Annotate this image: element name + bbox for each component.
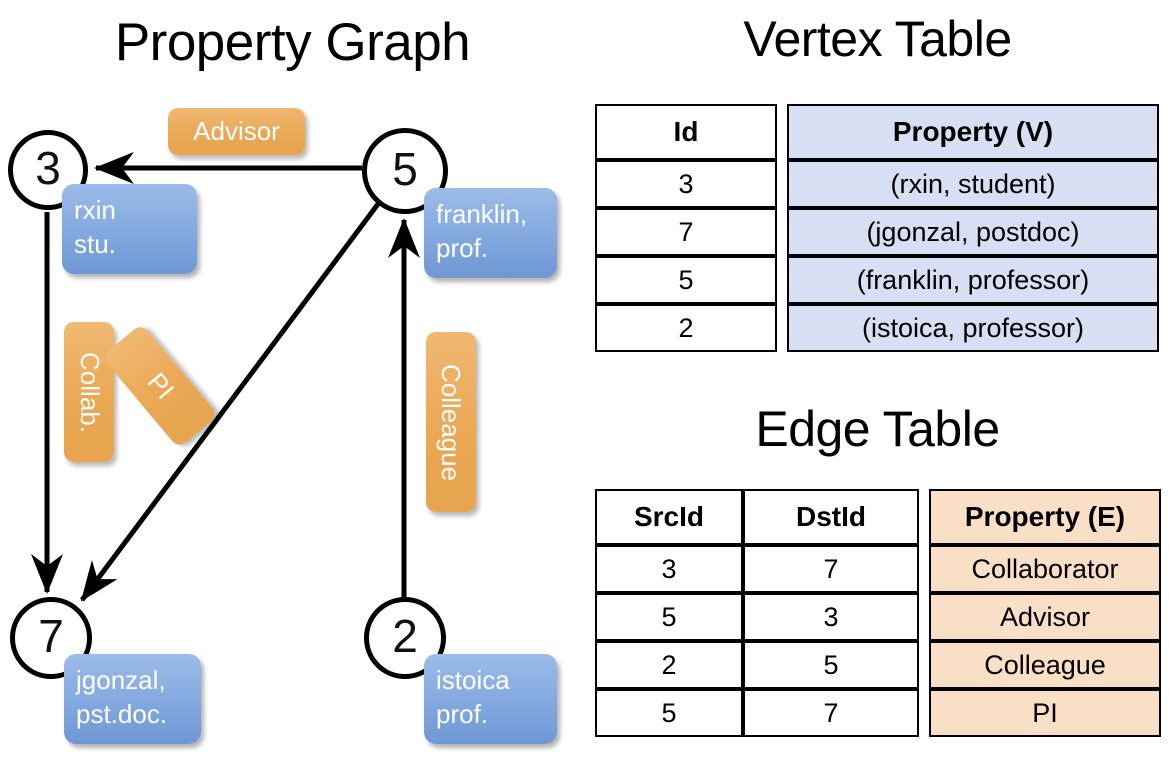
edge-row-2-dst: 5 xyxy=(743,641,919,689)
edge-row-1-dst: 3 xyxy=(743,593,919,641)
graph-edges-svg xyxy=(31,152,420,602)
vertex-property-box-7-line2: pst.doc. xyxy=(76,698,168,729)
vertex-row-3-property: (istoica, professor) xyxy=(787,304,1159,352)
edge-row-2-src: 2 xyxy=(595,641,743,689)
vertex-table-title: Vertex Table xyxy=(743,11,1012,67)
column-gap xyxy=(919,689,929,737)
vertex-property-box-7[interactable]: jgonzal, pst.doc. xyxy=(64,654,201,744)
edge-row-2-property: Colleague xyxy=(929,641,1161,689)
column-gap xyxy=(777,304,787,352)
vertex-property-box-5-line1: franklin, xyxy=(436,199,528,229)
column-gap xyxy=(919,641,929,689)
edge-table-header-srcid: SrcId xyxy=(595,489,743,545)
vertex-property-box-2[interactable]: istoica prof. xyxy=(424,654,557,744)
edge-table-header-dstid: DstId xyxy=(743,489,919,545)
edge-label-collab-text: Collab. xyxy=(74,351,105,433)
vertex-node-7-label: 7 xyxy=(38,610,64,662)
property-graph-title: Property Graph xyxy=(114,13,471,72)
edge-table-header-property: Property (E) xyxy=(929,489,1161,545)
edge-5-to-7 xyxy=(79,202,381,602)
edge-label-pi-text: PI xyxy=(140,366,180,405)
vertex-node-3-label: 3 xyxy=(35,142,61,194)
vertex-node-5[interactable]: 5 xyxy=(362,128,448,214)
vertex-node-2-label: 2 xyxy=(392,610,418,662)
vertex-property-box-5[interactable]: franklin, prof. xyxy=(424,188,557,278)
table-row[interactable]: 2 5 Colleague xyxy=(595,641,1161,689)
table-row[interactable]: 7 (jgonzal, postdoc) xyxy=(595,208,1159,256)
edge-label-collab[interactable]: Collab. xyxy=(64,322,114,462)
vertex-table: Id Property (V) 3 (rxin, student) 7 (jgo… xyxy=(595,104,1159,352)
table-row[interactable]: 3 7 Collaborator xyxy=(595,545,1161,593)
vertex-property-box-7-line1: jgonzal, xyxy=(76,665,166,695)
edge-row-0-src: 3 xyxy=(595,545,743,593)
vertex-row-1-property: (jgonzal, postdoc) xyxy=(787,208,1159,256)
table-row[interactable]: 5 3 Advisor xyxy=(595,593,1161,641)
edge-table-header-row: SrcId DstId Property (E) xyxy=(595,489,1161,545)
edge-label-colleague-text: Colleague xyxy=(436,363,467,481)
column-gap xyxy=(919,593,929,641)
vertex-property-box-2-line2: prof. xyxy=(436,698,489,729)
vertex-node-2[interactable]: 2 xyxy=(364,597,446,679)
vertex-table-header-id: Id xyxy=(595,104,777,160)
vertex-property-box-2-line1: istoica xyxy=(436,665,510,695)
edge-label-advisor-text: Advisor xyxy=(193,116,280,146)
column-gap xyxy=(777,160,787,208)
edge-label-advisor[interactable]: Advisor xyxy=(168,108,305,155)
edge-row-0-dst: 7 xyxy=(743,545,919,593)
vertex-row-2-id: 5 xyxy=(595,256,777,304)
vertex-property-box-5-line2: prof. xyxy=(436,232,489,263)
vertex-row-2-property: (franklin, professor) xyxy=(787,256,1159,304)
edge-row-1-property: Advisor xyxy=(929,593,1161,641)
vertex-row-3-id: 2 xyxy=(595,304,777,352)
column-gap xyxy=(777,104,787,160)
edge-row-1-src: 5 xyxy=(595,593,743,641)
edge-table-title: Edge Table xyxy=(755,401,1000,457)
column-gap xyxy=(777,208,787,256)
vertex-property-box-3-line1: rxin xyxy=(74,195,116,225)
edge-row-3-property: PI xyxy=(929,689,1161,737)
table-row[interactable]: 2 (istoica, professor) xyxy=(595,304,1159,352)
edge-table: SrcId DstId Property (E) 3 7 Collaborato… xyxy=(595,489,1161,737)
vertex-property-box-3[interactable]: rxin stu. xyxy=(62,184,197,274)
edge-label-colleague[interactable]: Colleague xyxy=(426,332,476,512)
column-gap xyxy=(919,489,929,545)
vertex-node-5-label: 5 xyxy=(392,143,418,195)
vertex-row-0-id: 3 xyxy=(595,160,777,208)
edge-row-0-property: Collaborator xyxy=(929,545,1161,593)
property-graph-diagram: 3 5 7 2 rxin stu. franklin, prof. jgonza… xyxy=(8,108,557,744)
vertex-property-box-3-line2: stu. xyxy=(74,228,116,259)
vertex-row-1-id: 7 xyxy=(595,208,777,256)
vertex-table-header-row: Id Property (V) xyxy=(595,104,1159,160)
edge-row-3-dst: 7 xyxy=(743,689,919,737)
column-gap xyxy=(919,545,929,593)
table-row[interactable]: 3 (rxin, student) xyxy=(595,160,1159,208)
vertex-row-0-property: (rxin, student) xyxy=(787,160,1159,208)
table-row[interactable]: 5 7 PI xyxy=(595,689,1161,737)
edge-row-3-src: 5 xyxy=(595,689,743,737)
table-row[interactable]: 5 (franklin, professor) xyxy=(595,256,1159,304)
column-gap xyxy=(777,256,787,304)
vertex-table-header-property: Property (V) xyxy=(787,104,1159,160)
